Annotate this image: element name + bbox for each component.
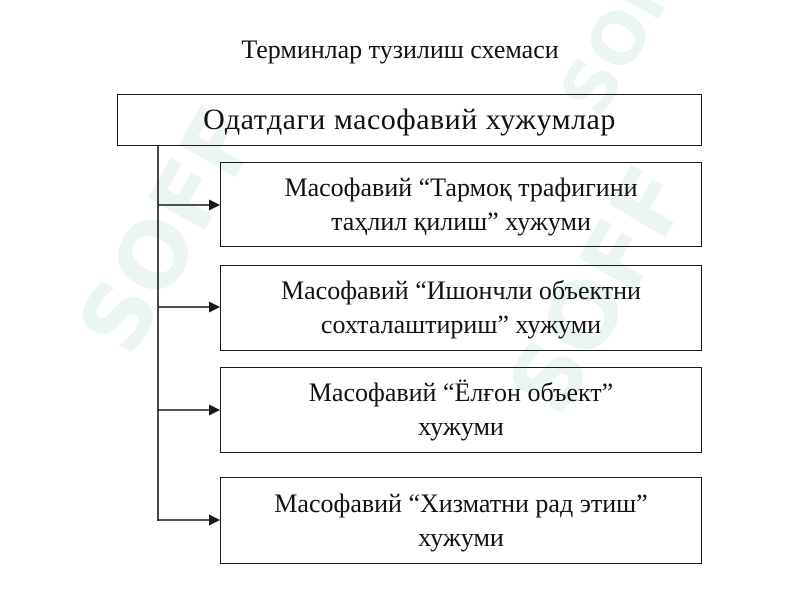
root-node: Одатдаги масофавий хужумлар xyxy=(117,94,702,146)
child-node-2: Масофавий “Ишончли объектни сохталаштири… xyxy=(220,265,702,351)
root-node-label: Одатдаги масофавий хужумлар xyxy=(203,103,616,136)
child-node-3: Масофавий “Ёлғон объект” хужуми xyxy=(220,367,702,453)
child-node-label: Масофавий “Хизматни рад этиш” хужуми xyxy=(274,488,648,552)
diagram-title: Терминлар тузилиш схемаси xyxy=(241,35,559,64)
child-node-1: Масофавий “Тармоқ трафигини таҳлил қилиш… xyxy=(220,162,702,247)
child-node-label: Масофавий “Ёлғон объект” хужуми xyxy=(308,378,614,441)
child-node-4: Масофавий “Хизматни рад этиш” хужуми xyxy=(220,477,702,564)
child-node-label: Масофавий “Тармоқ трафигини таҳлил қилиш… xyxy=(284,172,638,236)
child-node-label: Масофавий “Ишончли объектни сохталаштири… xyxy=(281,276,641,339)
